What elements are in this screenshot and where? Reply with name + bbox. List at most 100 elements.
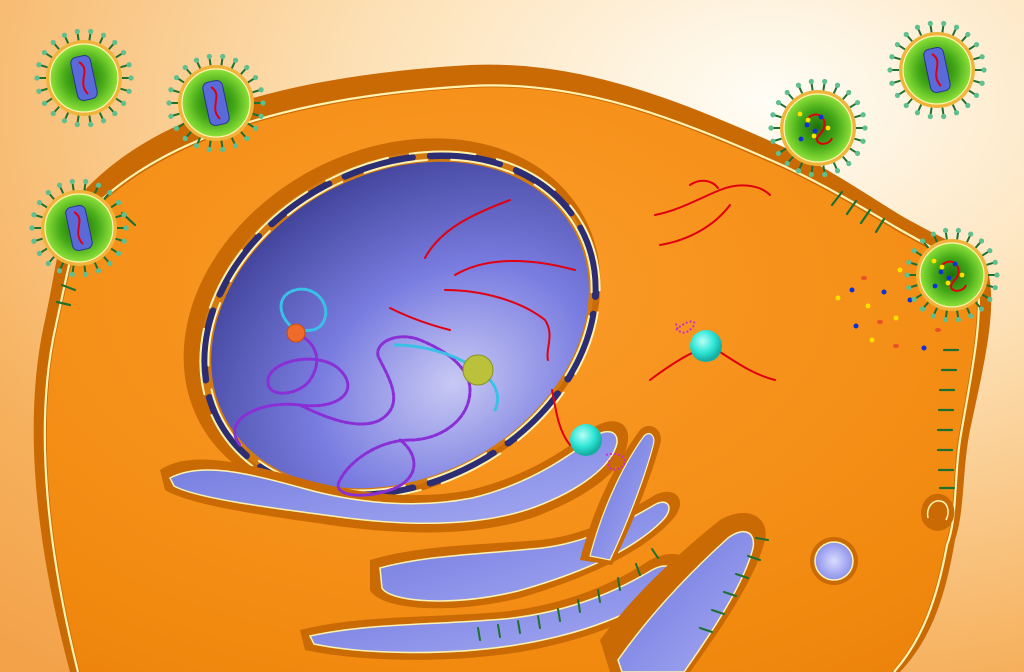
spike-head — [115, 250, 122, 257]
spike-head — [45, 189, 51, 196]
viral-rna-segment — [210, 86, 221, 120]
spike-head — [942, 227, 949, 234]
viral-protein — [805, 117, 811, 123]
rna-polymerase — [286, 323, 306, 343]
spike-head — [987, 296, 993, 302]
endocytic-vesicles — [810, 493, 955, 585]
spike-head — [942, 316, 949, 323]
spike-head — [121, 212, 127, 218]
spike-head — [770, 138, 776, 144]
spike-head — [120, 49, 127, 56]
influenza-virion — [768, 78, 868, 178]
spike-head — [83, 178, 89, 185]
er-lumen-2 — [379, 501, 670, 602]
spike-head — [795, 168, 802, 174]
spike-head — [41, 100, 48, 107]
host-dna — [233, 287, 500, 497]
virion-interior — [783, 93, 853, 163]
viral-protein — [811, 133, 817, 139]
spike-head — [834, 168, 841, 174]
spike-head — [95, 182, 102, 188]
viral-protein — [952, 261, 958, 267]
spike-head — [206, 146, 212, 153]
viral-rna-segment — [73, 211, 84, 245]
spike-head — [193, 143, 200, 149]
er-lumen-1 — [169, 431, 618, 524]
spike-head — [978, 306, 985, 312]
spike-head — [903, 102, 909, 109]
spike-head — [168, 113, 174, 119]
influenza-virion — [904, 227, 1000, 323]
spike-head — [927, 20, 933, 27]
viral-protein — [959, 272, 965, 278]
influenza-virion — [29, 178, 129, 278]
spike-head — [69, 271, 75, 278]
spike-head — [88, 28, 94, 35]
spike-head — [953, 24, 960, 30]
spike-head — [930, 231, 936, 237]
spike-head — [112, 110, 118, 117]
spike-head — [123, 225, 129, 231]
viral-protein — [939, 264, 945, 270]
spike-head — [120, 100, 127, 107]
influenza-virion — [887, 20, 987, 120]
spike-head — [258, 87, 264, 93]
spike-head — [903, 31, 909, 38]
spike-head — [182, 135, 188, 142]
spike-head — [56, 182, 63, 188]
spike-head — [244, 64, 250, 71]
spike-head — [955, 316, 962, 323]
spike-head — [100, 118, 107, 124]
spike-head — [83, 271, 89, 278]
spike-head — [770, 112, 776, 118]
spike-head — [973, 92, 980, 99]
spike-head — [955, 227, 962, 234]
spike-head — [992, 259, 998, 265]
spike-head — [193, 57, 200, 63]
spike-head — [232, 143, 239, 149]
spike-head — [965, 102, 971, 109]
spike-head — [927, 113, 933, 120]
spike-head — [74, 121, 80, 128]
endocytic-vesicle — [814, 541, 854, 581]
spike-head — [987, 248, 993, 254]
spike-head — [36, 88, 42, 94]
spike-head — [808, 78, 814, 85]
spike-head — [112, 39, 118, 46]
spike-head — [808, 171, 814, 178]
spike-head — [61, 32, 68, 38]
spike-head — [115, 199, 122, 206]
polymerase-complex — [462, 354, 494, 386]
ribosomes — [570, 320, 722, 471]
spike-head — [992, 285, 998, 291]
spike-head — [906, 285, 912, 291]
spike-head — [768, 125, 774, 131]
viral-protein — [804, 122, 810, 128]
spike-head — [941, 113, 947, 120]
spike-head — [182, 64, 188, 71]
spike-head — [979, 80, 985, 86]
influenza-virion — [34, 28, 134, 128]
spike-head — [894, 92, 901, 99]
viral-rna-segment — [78, 61, 89, 95]
ribosome — [690, 330, 722, 362]
spike-head — [941, 20, 947, 27]
spike-head — [894, 41, 901, 48]
spike-head — [41, 49, 48, 56]
spike-head — [965, 31, 971, 38]
spike-head — [121, 238, 127, 244]
spike-head — [953, 110, 960, 116]
viral-rna-segment — [931, 53, 942, 87]
spike-head — [107, 260, 113, 267]
spike-head — [889, 80, 895, 86]
viral-protein — [945, 280, 951, 286]
spike-head — [220, 146, 226, 153]
spike-head — [846, 89, 852, 96]
membrane-pit-highlight — [926, 500, 949, 521]
spike-head — [100, 32, 107, 38]
spike-head — [252, 125, 259, 132]
nascent-protein — [675, 320, 696, 334]
viral-components — [835, 267, 941, 351]
nuclear-envelope — [200, 152, 600, 498]
